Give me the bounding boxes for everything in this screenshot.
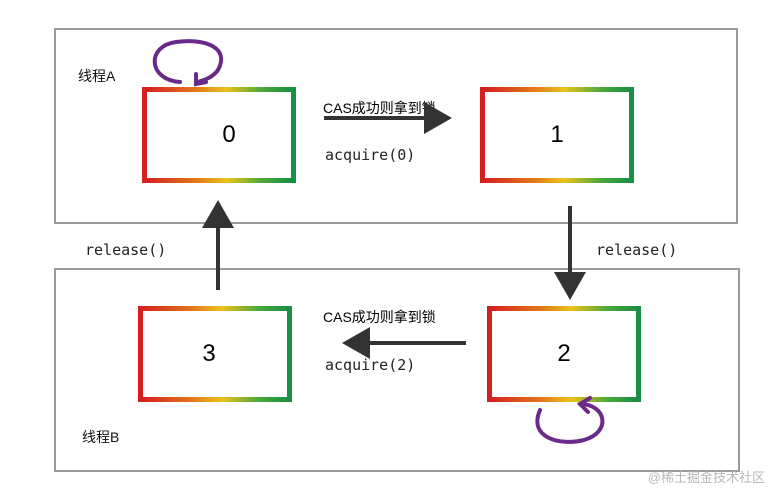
state-2-value: 2 (557, 340, 571, 367)
top-acquire-label: acquire(0) (325, 146, 416, 164)
left-release-label: release() (85, 241, 167, 259)
right-release-label: release() (596, 241, 678, 259)
state-0-value: 0 (222, 121, 236, 148)
state-box-0: 0 (142, 87, 296, 183)
state-3-value: 3 (202, 340, 216, 367)
state-box-2: 2 (487, 306, 641, 402)
thread-b-label: 线程B (82, 429, 120, 445)
bottom-acquire-label: acquire(2) (325, 356, 416, 374)
top-cas-label: CAS成功则拿到锁 (323, 100, 436, 116)
state-1-value: 1 (550, 121, 564, 148)
self-loop-bottom (535, 396, 605, 444)
thread-a-label: 线程A (78, 68, 116, 84)
self-loop-top (152, 39, 224, 87)
state-box-1: 1 (480, 87, 634, 183)
bottom-cas-label: CAS成功则拿到锁 (323, 309, 436, 325)
watermark: @稀土掘金技术社区 (647, 470, 765, 485)
state-box-3: 3 (138, 306, 292, 402)
